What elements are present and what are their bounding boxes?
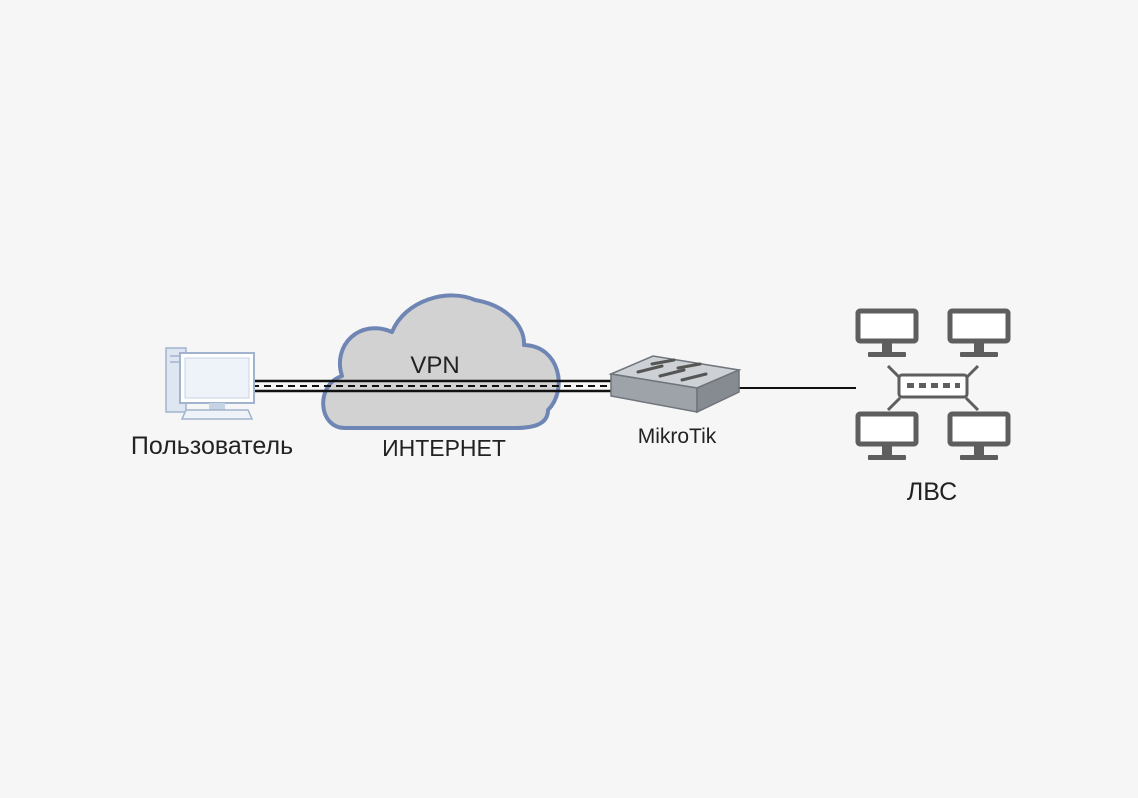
user-label: Пользователь: [131, 432, 293, 460]
router-label: MikroTik: [638, 425, 717, 448]
lan-label: ЛВС: [907, 478, 957, 506]
monitor-icon: [947, 411, 1011, 460]
vpn-label: VPN: [410, 352, 459, 379]
monitor-icon: [855, 411, 919, 460]
internet-cloud-icon: [321, 293, 561, 430]
network-switch-icon: [897, 373, 969, 399]
vpn-tunnel: [252, 379, 612, 393]
lan-cluster: [855, 308, 1011, 460]
internet-label: ИНТЕРНЕТ: [382, 435, 506, 461]
router-icon: [608, 355, 742, 414]
monitor-icon: [947, 308, 1011, 357]
desktop-computer-icon: [165, 347, 255, 420]
monitor-icon: [855, 308, 919, 357]
